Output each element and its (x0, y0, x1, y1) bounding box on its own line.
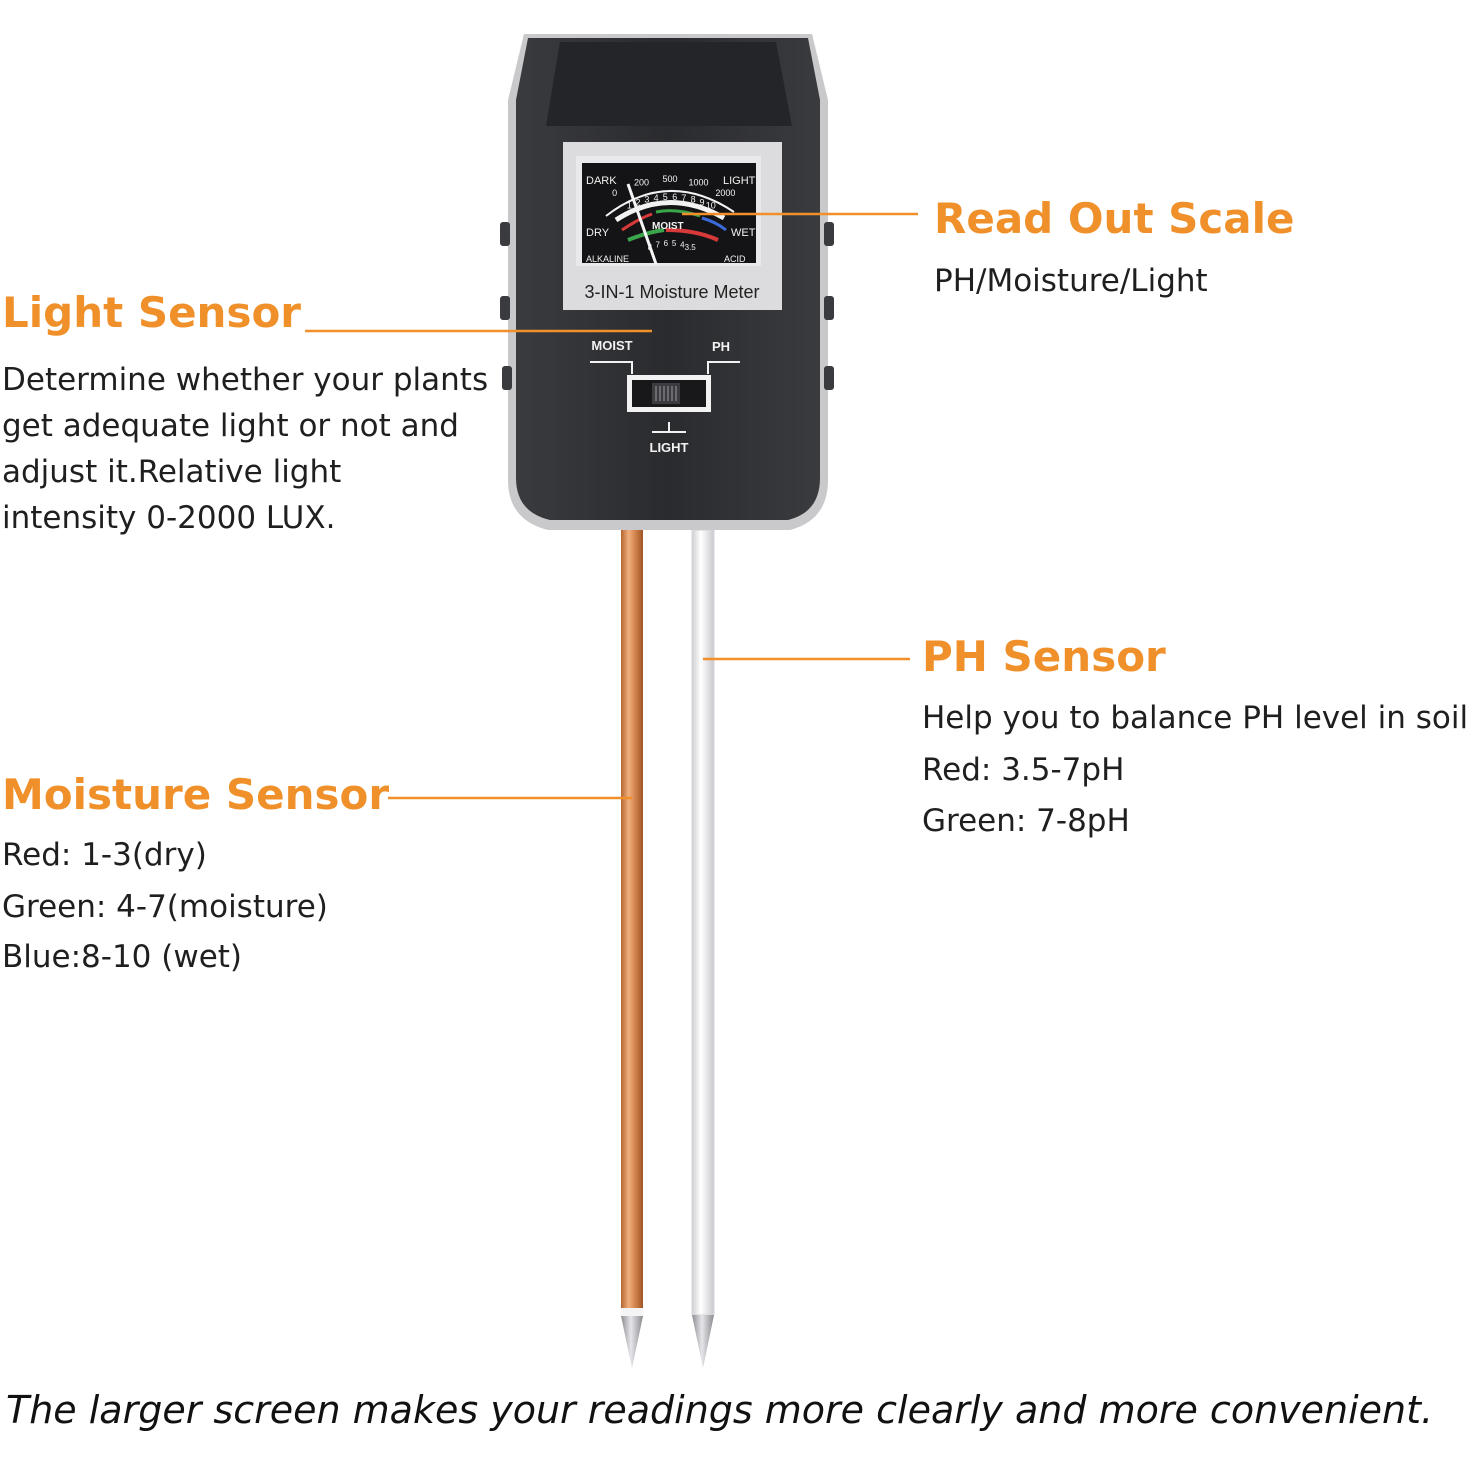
moist-tick-label: 9 (699, 197, 704, 207)
moist-tick-label: 2 (635, 197, 640, 207)
moist-tick-label: 7 (681, 193, 686, 203)
light-sensor-line: intensity 0-2000 LUX. (2, 500, 336, 536)
ph-tick-label: 3.5 (685, 243, 697, 252)
light-sensor-line: Determine whether your plants (2, 362, 489, 398)
mode-slider[interactable] (652, 383, 680, 404)
light-sensor-line: get adequate light or not and (2, 408, 459, 444)
ph-tick-label: 7 (655, 240, 660, 249)
dial-dark-label: DARK (586, 175, 617, 187)
dial-alkaline-label: ALKALINE (586, 254, 629, 264)
dial-wet-label: WET (731, 227, 756, 239)
moist-tick-label: 8 (691, 195, 696, 205)
light-sensor-line: adjust it.Relative light (2, 454, 342, 490)
light-tick-label: 0 (612, 188, 617, 198)
copper-moisture-probe (621, 530, 643, 1368)
dial-needle (626, 183, 658, 265)
moisture-sensor-title: Moisture Sensor (2, 770, 390, 819)
ph-sensor-line: Green: 7-8pH (922, 803, 1130, 839)
callout-leader-lines (305, 212, 918, 800)
moist-tick-label: 1 (627, 201, 632, 211)
dial-light-label: LIGHT (723, 175, 756, 187)
caption: The larger screen makes your readings mo… (6, 1388, 1434, 1432)
moisture-sensor-line: Green: 4-7(moisture) (2, 889, 328, 925)
moist-tick-label: 4 (654, 193, 659, 203)
read-out-title: Read Out Scale (934, 194, 1295, 243)
dial-dry-label: DRY (586, 227, 610, 239)
light-tick-label: 1000 (688, 178, 708, 188)
readout-window: DARK LIGHT DRY WET MOIST ALKALINE ACID 0… (563, 142, 782, 310)
read-out-description: PH/Moisture/Light (934, 263, 1208, 299)
ph-tick-label: 5 (672, 239, 677, 248)
ph-tick-label: 8 (648, 243, 653, 252)
ph-sensor-line: Red: 3.5-7pH (922, 752, 1125, 788)
moisture-sensor-line: Red: 1-3(dry) (2, 837, 207, 873)
dial-moist-label: MOIST (652, 221, 684, 232)
switch-light-label: LIGHT (650, 440, 689, 455)
ph-tick-label: 6 (664, 239, 669, 248)
light-sensor-title: Light Sensor (2, 288, 302, 337)
moist-tick-label: 6 (672, 192, 677, 202)
light-tick-label: 2000 (715, 188, 735, 198)
moist-tick-label: 3 (644, 195, 649, 205)
aluminum-ph-probe (691, 529, 715, 1368)
ph-sensor-title: PH Sensor (922, 632, 1166, 681)
moist-tick-label: 10 (706, 201, 716, 211)
light-tick-label: 200 (634, 178, 649, 188)
ph-tick-label: 4 (680, 240, 685, 249)
switch-moist-label: MOIST (591, 338, 632, 353)
switch-ph-label: PH (712, 339, 730, 354)
ph-sensor-line: Help you to balance PH level in soil (922, 700, 1469, 736)
dial-acid-label: ACID (724, 254, 746, 264)
moisture-sensor-line: Blue:8-10 (wet) (2, 939, 243, 975)
model-label: 3-IN-1 Moisture Meter (584, 282, 759, 302)
moist-tick-label: 5 (663, 192, 668, 202)
mode-switch-panel: MOIST PH LIGHT (590, 338, 740, 455)
light-tick-label: 500 (662, 174, 677, 184)
